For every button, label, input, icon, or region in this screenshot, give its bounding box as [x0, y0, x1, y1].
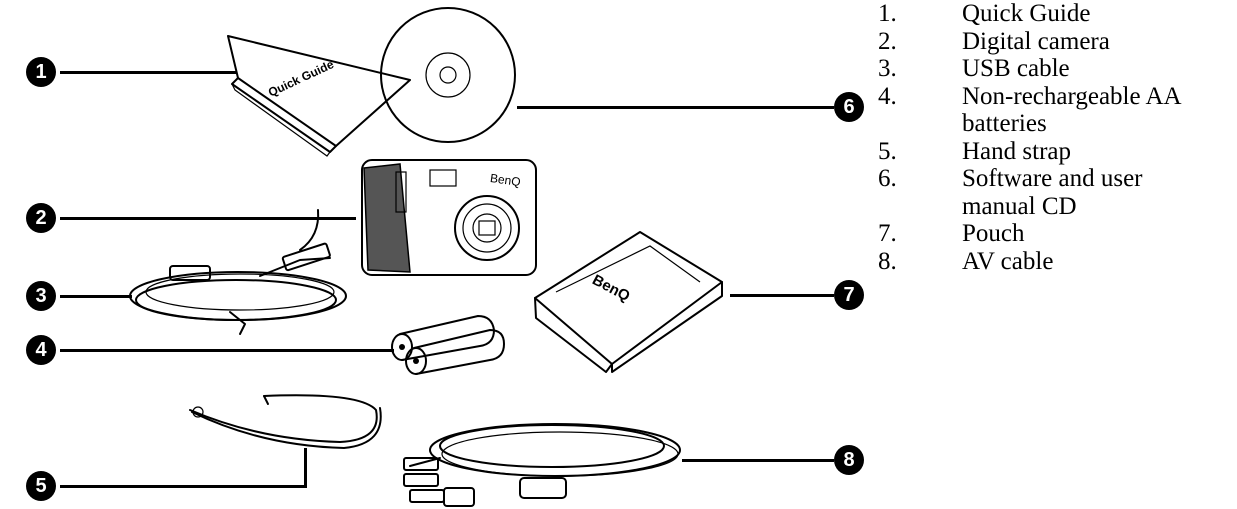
legend-item-7: 7. Pouch: [878, 220, 1233, 248]
hand-strap: [190, 395, 381, 448]
av-cable: [404, 424, 680, 506]
legend-item-3: 3. USB cable: [878, 55, 1233, 83]
camera-brand: BenQ: [489, 171, 521, 189]
quick-guide-booklet: Quick Guide: [228, 36, 410, 156]
legend-item-8: 8. AV cable: [878, 248, 1233, 276]
usb-cable: [130, 210, 346, 334]
digital-camera: BenQ: [362, 160, 536, 275]
legend-item-6: 6. Software and user manual CD: [878, 165, 1233, 220]
leader-line-1: [60, 71, 236, 74]
callout-1: 1: [26, 57, 56, 87]
booklet-label: Quick Guide: [266, 57, 336, 100]
callout-6: 6: [834, 92, 864, 122]
leader-line-2: [60, 217, 356, 220]
leader-line-6: [517, 106, 834, 109]
leader-line-5-vertical: [304, 448, 307, 488]
legend-item-2: 2. Digital camera: [878, 28, 1233, 56]
pouch: BenQ: [535, 232, 722, 372]
contents-legend: 1. Quick Guide 2. Digital camera 3. USB …: [878, 0, 1233, 275]
leader-line-8: [682, 459, 834, 462]
callout-4: 4: [26, 335, 56, 365]
aa-batteries: [392, 316, 504, 374]
legend-item-5: 5. Hand strap: [878, 138, 1233, 166]
leader-line-3: [60, 295, 132, 298]
legend-item-1: 1. Quick Guide: [878, 0, 1233, 28]
pouch-brand: BenQ: [589, 271, 633, 305]
callout-8: 8: [834, 445, 864, 475]
callout-2: 2: [26, 203, 56, 233]
callout-3: 3: [26, 281, 56, 311]
cd-disc: [381, 8, 515, 142]
leader-line-7: [730, 294, 834, 297]
callout-7: 7: [834, 280, 864, 310]
legend-item-4: 4. Non-rechargeable AA batteries: [878, 83, 1233, 138]
leader-line-4: [60, 349, 394, 352]
callout-5: 5: [26, 471, 56, 501]
leader-line-5: [60, 485, 306, 488]
